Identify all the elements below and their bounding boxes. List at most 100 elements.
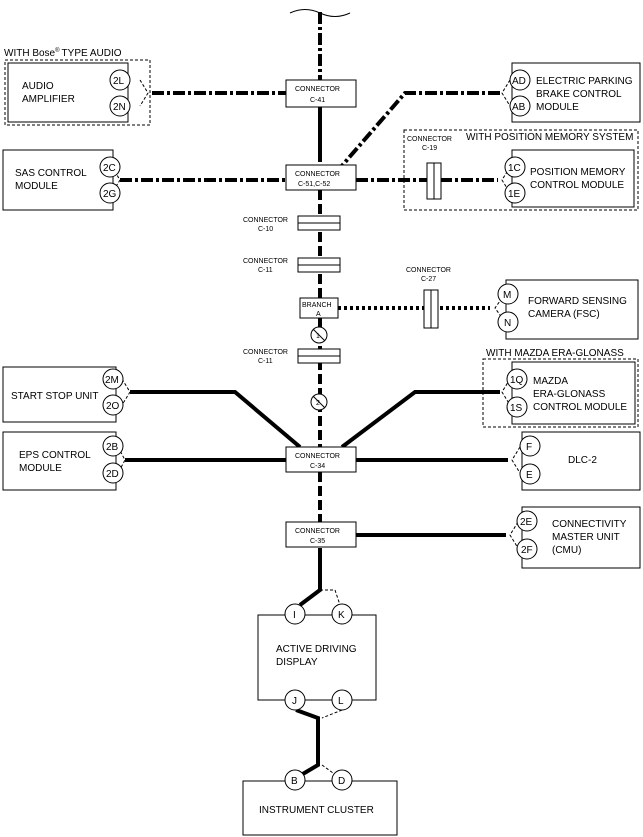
- c27-label-1: CONNECTOR: [406, 267, 451, 274]
- cmu-label-1: CONNECTIVITY: [552, 519, 627, 530]
- pin-2l-text: 2L: [113, 76, 125, 87]
- audio-amplifier-label-2: AMPLIFIER: [22, 94, 75, 105]
- eps-label-1: EPS CONTROL: [19, 450, 91, 461]
- wire-era-glonass: [340, 390, 500, 449]
- cluster-label: INSTRUMENT CLUSTER: [259, 805, 374, 816]
- pin-2c-text: 2C: [103, 163, 116, 174]
- pin-j-text: J: [292, 696, 297, 707]
- cmu-module: [521, 506, 641, 569]
- c11b-label-2: C-11: [258, 358, 273, 365]
- terminator-2: 2: [310, 393, 328, 411]
- pin-n-text: N: [504, 318, 511, 329]
- pin-2o: 2O: [102, 394, 124, 416]
- adas-label-2: DISPLAY: [276, 657, 318, 668]
- fsc-label-2: CAMERA (FSC): [528, 309, 600, 320]
- dlc-label: DLC-2: [568, 455, 597, 466]
- audio-amplifier-module: [7, 62, 129, 123]
- c34-label-1: CONNECTOR: [295, 453, 340, 460]
- wire-ic-d: [321, 764, 341, 779]
- fsc-module: [505, 279, 639, 340]
- pin-2g: 2G: [99, 182, 121, 204]
- pin-1e: 1E: [504, 182, 526, 204]
- sas-label-2: MODULE: [15, 181, 58, 192]
- pin-2l: 2L: [109, 69, 131, 91]
- pin-1s: 1S: [506, 396, 528, 418]
- c11a-label-1: CONNECTOR: [243, 258, 288, 265]
- pin-e: E: [519, 463, 541, 485]
- pin-i: I: [284, 603, 306, 625]
- pin-2o-text: 2O: [106, 401, 120, 412]
- wire-ad-l: [321, 709, 343, 719]
- position-memory-option-group: [403, 129, 639, 211]
- pin-2g-text: 2G: [103, 189, 117, 200]
- pin-1s-text: 1S: [510, 403, 523, 414]
- wire-ad-i: [298, 548, 322, 607]
- terminator-1-number: 1: [316, 333, 320, 340]
- era-label-3: CONTROL MODULE: [533, 402, 627, 413]
- pin-l: L: [331, 689, 353, 711]
- terminator-2-number: 2: [316, 400, 320, 407]
- c51-label-2: C-51,C-52: [298, 181, 330, 188]
- connector-c34: [285, 446, 357, 473]
- pin-b-text: B: [291, 776, 298, 787]
- c41-label-2: C-41: [310, 97, 325, 104]
- pin-j: J: [284, 689, 306, 711]
- pin-2m-text: 2M: [105, 375, 119, 386]
- wire-epb-twist: [501, 79, 511, 107]
- branch-label-2: A: [316, 311, 321, 318]
- era-label-1: MAZDA: [533, 376, 568, 387]
- pin-2n: 2N: [109, 95, 131, 117]
- eps-label-2: MODULE: [19, 463, 62, 474]
- pin-2c: 2C: [99, 156, 121, 178]
- pin-1c: 1C: [504, 156, 526, 178]
- sas-control-module: [2, 149, 114, 211]
- pin-1q-text: 1Q: [510, 375, 524, 386]
- pin-ad: AD: [509, 69, 531, 91]
- pin-2m: 2M: [102, 368, 124, 390]
- pin-b: B: [284, 769, 306, 791]
- c19-label-2: C-19: [422, 145, 437, 152]
- wire-break-mark: [289, 9, 351, 17]
- pin-2e-text: 2E: [520, 517, 533, 528]
- era-glonass-option-group: [482, 358, 639, 428]
- pin-k-text: K: [338, 610, 345, 621]
- branch-label-1: BRANCH: [302, 302, 332, 309]
- pin-ab-text: AB: [512, 102, 526, 113]
- fsc-label-1: FORWARD SENSING: [528, 296, 627, 307]
- c35-label-1: CONNECTOR: [295, 528, 340, 535]
- cmu-label-3: (CMU): [552, 545, 581, 556]
- pin-2d-text: 2D: [106, 469, 119, 480]
- pin-ab: AB: [509, 95, 531, 117]
- pin-m-text: M: [503, 290, 511, 301]
- pin-2d: 2D: [102, 462, 124, 484]
- wire-epb: [338, 91, 500, 170]
- position-memory-module: [511, 149, 635, 208]
- pin-f-text: F: [526, 442, 532, 453]
- wire-ss-twist: [121, 378, 131, 406]
- era-label-2: ERA-GLONASS: [533, 389, 606, 400]
- wire-cmu-twist: [509, 521, 519, 549]
- bose-option-group: [4, 59, 151, 126]
- c35-label-2: C-35: [310, 538, 325, 545]
- pin-2f-text: 2F: [521, 545, 533, 556]
- terminator-1: 1: [310, 326, 328, 344]
- c10-label-1: CONNECTOR: [243, 217, 288, 224]
- c27-label-2: C-27: [421, 276, 436, 283]
- pin-d: D: [331, 769, 353, 791]
- wire-dlc-twist: [511, 446, 521, 474]
- instrument-cluster-module: [242, 780, 398, 836]
- cmu-label-2: MASTER UNIT: [552, 532, 620, 543]
- pin-ad-text: AD: [512, 76, 526, 87]
- c51-label-1: CONNECTOR: [295, 171, 340, 178]
- wire-ad-k: [320, 589, 341, 606]
- epb-label-3: MODULE: [536, 102, 579, 113]
- start-stop-label: START STOP UNIT: [11, 391, 98, 402]
- epb-label-2: BRAKE CONTROL: [536, 89, 622, 100]
- pin-i-text: I: [293, 610, 296, 621]
- pin-2f: 2F: [516, 538, 538, 560]
- pin-1q: 1Q: [506, 368, 528, 390]
- c10-label-2: C-10: [258, 226, 273, 233]
- position-memory-group-label: WITH POSITION MEMORY SYSTEM: [466, 132, 633, 143]
- bose-group-label: WITH Bose®TYPE AUDIO: [4, 47, 122, 59]
- pin-2e: 2E: [516, 510, 538, 532]
